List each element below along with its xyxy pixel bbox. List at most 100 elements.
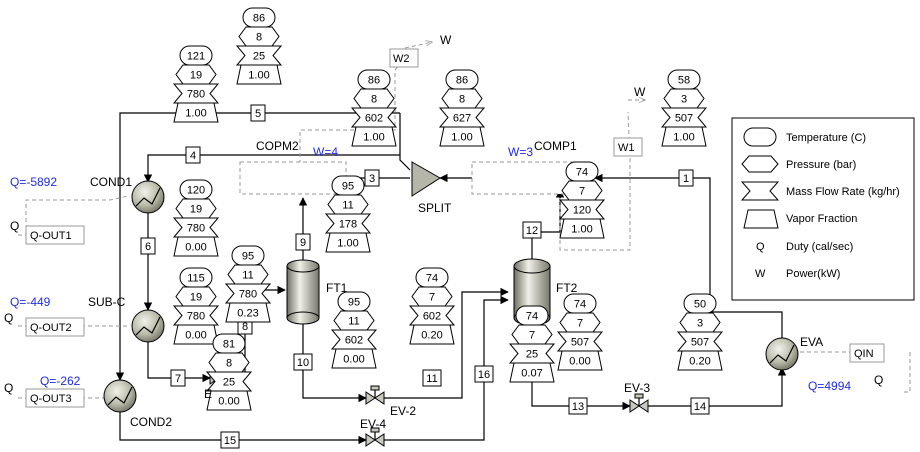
tag-t: 86 bbox=[368, 75, 380, 87]
comp1-label: COMP1 bbox=[534, 139, 577, 153]
ev3-label: EV-3 bbox=[624, 381, 650, 395]
legend-duty-key: Q bbox=[756, 241, 765, 253]
tag-m: 178 bbox=[339, 219, 357, 231]
q-out1-q-letter: Q bbox=[10, 219, 19, 233]
tag-p: 8 bbox=[459, 94, 465, 106]
tag-t: 86 bbox=[456, 75, 468, 87]
tag-p: 7 bbox=[529, 330, 535, 342]
legend-power: Power(kW) bbox=[786, 268, 840, 280]
ev4-valve[interactable] bbox=[365, 427, 385, 447]
cond2-heat-exchanger[interactable] bbox=[103, 379, 137, 413]
tag-v: 0.00 bbox=[343, 354, 364, 366]
tag-t: 74 bbox=[426, 273, 438, 285]
tag-m: 25 bbox=[253, 51, 265, 63]
ev2-valve[interactable] bbox=[365, 385, 385, 405]
split-mixer[interactable] bbox=[411, 161, 441, 197]
tag-v: 1.00 bbox=[571, 224, 592, 236]
legend-pressure: Pressure (bar) bbox=[786, 159, 856, 171]
tag-t: 74 bbox=[526, 311, 538, 323]
w1-w-letter: W bbox=[634, 85, 646, 99]
tag-v: 1.00 bbox=[248, 70, 269, 82]
stream-box-7[interactable]: 7 bbox=[170, 369, 186, 387]
stream-tags: 868251.00121197801.008686021.008686271.0… bbox=[172, 7, 724, 411]
eva-label: EVA bbox=[800, 335, 823, 349]
tag-t: 95 bbox=[242, 251, 254, 263]
copm2-compressor[interactable] bbox=[239, 161, 347, 195]
q-out2-label: Q-OUT2 bbox=[30, 322, 72, 334]
tag-p: 8 bbox=[371, 94, 377, 106]
w1-label: W1 bbox=[618, 142, 635, 154]
cond2-label: COND2 bbox=[130, 415, 172, 429]
tag-m: 602 bbox=[345, 335, 363, 347]
stream-box-9[interactable]: 9 bbox=[295, 233, 311, 251]
stream-number: 14 bbox=[694, 401, 706, 413]
tag-m: 627 bbox=[453, 113, 471, 125]
q-out1-label: Q-OUT1 bbox=[30, 230, 72, 242]
stream-number: 15 bbox=[224, 435, 236, 447]
stream-number: 4 bbox=[190, 150, 196, 162]
copm2-label: COPM2 bbox=[256, 139, 299, 153]
eva-heat-exchanger[interactable] bbox=[765, 337, 799, 371]
subc-heat-exchanger[interactable] bbox=[131, 309, 165, 343]
stream-number: 11 bbox=[426, 373, 437, 385]
legend-power-key: W bbox=[755, 268, 766, 280]
ft2-label: FT2 bbox=[556, 281, 578, 295]
tag-m: 507 bbox=[571, 337, 589, 349]
stream-box-5[interactable]: 5 bbox=[250, 104, 266, 122]
stream-box-16[interactable]: 16 bbox=[474, 365, 494, 383]
q-out3-label: Q-OUT3 bbox=[30, 393, 72, 405]
stream-number: 1 bbox=[683, 173, 689, 185]
tag-p: 19 bbox=[190, 204, 202, 216]
stream-box-13[interactable]: 13 bbox=[568, 397, 588, 415]
tag-v: 1.00 bbox=[451, 132, 472, 144]
stream-box-14[interactable]: 14 bbox=[690, 397, 710, 415]
tag-t: 121 bbox=[187, 51, 205, 63]
stream-box-4[interactable]: 4 bbox=[185, 146, 201, 164]
stream-box-15[interactable]: 15 bbox=[220, 431, 240, 449]
tag-m: 25 bbox=[223, 377, 235, 389]
legend-pressure-shape bbox=[741, 155, 779, 173]
stream-box-10[interactable]: 10 bbox=[293, 353, 313, 371]
comp1-work: W=3 bbox=[508, 145, 533, 159]
stream-box-3[interactable]: 3 bbox=[364, 169, 380, 187]
tag-m: 507 bbox=[675, 113, 693, 125]
cond2-duty: Q=-262 bbox=[40, 374, 81, 388]
tag-p: 7 bbox=[577, 318, 583, 330]
ev3-valve[interactable] bbox=[629, 393, 649, 413]
tag-p: 7 bbox=[579, 186, 585, 198]
comp1-compressor[interactable] bbox=[471, 161, 577, 195]
ev4-label: EV-4 bbox=[360, 417, 386, 431]
tag-v: 0.00 bbox=[185, 330, 206, 342]
tag-p: 7 bbox=[429, 292, 435, 304]
duty-stream-boxes bbox=[25, 48, 885, 408]
stream-box-11[interactable]: 11 bbox=[422, 369, 442, 387]
tag-v: 1.00 bbox=[363, 132, 384, 144]
stream-box-6[interactable]: 6 bbox=[140, 237, 156, 255]
stream-box-12[interactable]: 12 bbox=[522, 221, 542, 239]
tag-v: 1.00 bbox=[185, 108, 206, 120]
stream-tag-sw: 86 8 627 1.00 bbox=[438, 69, 486, 147]
stream-number: 5 bbox=[255, 108, 261, 120]
tag-v: 0.20 bbox=[689, 356, 710, 368]
tag-m: 780 bbox=[187, 223, 205, 235]
ft1-flash-tank[interactable] bbox=[286, 259, 320, 325]
tag-m: 780 bbox=[187, 89, 205, 101]
stream-box-1[interactable]: 1 bbox=[678, 169, 694, 187]
tag-t: 95 bbox=[342, 181, 354, 193]
cond1-heat-exchanger[interactable] bbox=[131, 180, 165, 214]
signal-lines bbox=[18, 42, 911, 399]
stream-number: 3 bbox=[369, 173, 375, 185]
tag-m: 120 bbox=[573, 205, 591, 217]
stream-number: 6 bbox=[145, 241, 151, 253]
q-out2-q-letter: Q bbox=[4, 311, 13, 325]
